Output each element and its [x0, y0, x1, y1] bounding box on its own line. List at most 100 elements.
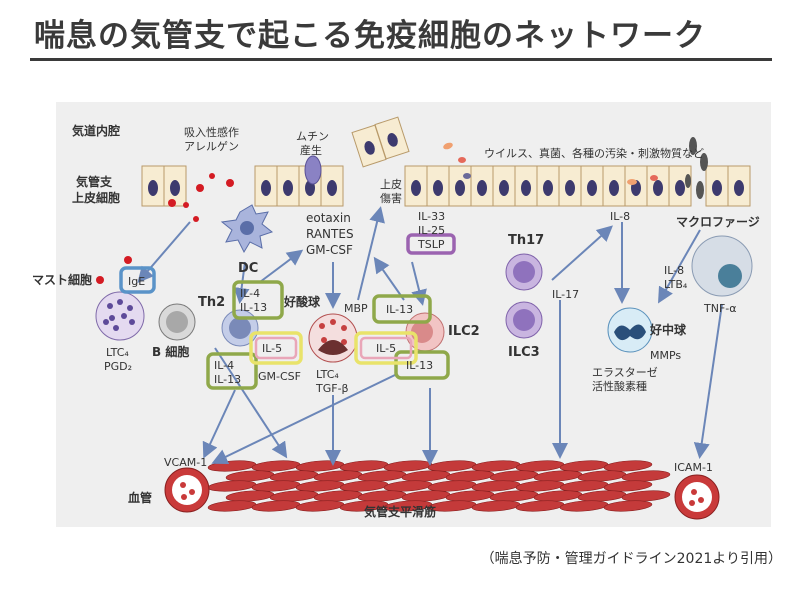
smooth-muscle-fiber: [621, 470, 671, 482]
label-vcam1: VCAM-1: [164, 456, 207, 469]
epithelial-nucleus: [499, 180, 509, 196]
label-th2: Th2: [198, 295, 225, 310]
label-il13-c: IL-13: [214, 373, 241, 386]
label-smooth-muscle: 気管支平滑筋: [364, 504, 436, 519]
blood-vessel-right: [674, 474, 720, 520]
epithelium-layer: [141, 165, 751, 207]
pathogen-particles: [443, 137, 708, 199]
epithelial-nucleus: [477, 180, 487, 196]
label-ltb4: LTB₄: [664, 278, 688, 291]
label-il25: IL-25: [418, 224, 445, 237]
signal-arrows: [137, 206, 723, 466]
smooth-muscle-fiber: [207, 480, 257, 492]
epithelial-nucleus: [587, 180, 597, 196]
label-viruses: ウイルス、真菌、各種の汚染・刺激物質など: [484, 146, 704, 160]
label-injury-2: 傷害: [380, 191, 402, 205]
label-rantes: RANTES: [306, 227, 354, 241]
label-b-cell: B 細胞: [152, 344, 189, 359]
smooth-muscle-fiber: [471, 500, 521, 512]
label-il8-mid: IL-8: [664, 264, 684, 277]
label-eosinophil: 好酸球: [283, 294, 321, 309]
label-gmcsf-mid: GM-CSF: [258, 370, 301, 383]
label-ige: IgE: [128, 275, 145, 288]
epithelial-nucleus: [609, 180, 619, 196]
label-il33: IL-33: [418, 210, 445, 223]
epithelial-nucleus: [565, 180, 575, 196]
b-cell: [158, 303, 196, 341]
smooth-muscle-fiber: [515, 500, 565, 512]
label-elastase: エラスターゼ: [592, 366, 658, 379]
label-epithelium-2: 上皮細胞: [72, 190, 120, 205]
epithelial-nucleus: [261, 180, 271, 196]
label-tslp: TSLP: [417, 238, 445, 251]
label-mast-cell: マスト細胞: [32, 272, 92, 287]
label-inhaled-2: アレルゲン: [184, 140, 239, 153]
label-ltc4-eos: LTC₄: [316, 368, 339, 381]
epithelial-nucleus: [734, 180, 744, 196]
mast-cell: [95, 291, 145, 341]
epithelial-nucleus: [712, 180, 722, 196]
label-il4-a: IL-4: [240, 287, 260, 300]
label-il13-d: IL-13: [406, 359, 433, 372]
il5-frame-yellow-left: [249, 331, 303, 365]
label-pgd2: PGD₂: [104, 360, 132, 373]
label-icam1: ICAM-1: [674, 461, 713, 474]
epithelial-nucleus: [675, 180, 685, 196]
epithelial-nucleus: [653, 180, 663, 196]
detached-epithelial-cells: [351, 116, 410, 168]
neutrophil-cell: [607, 307, 653, 353]
epithelial-nucleus: [455, 180, 465, 196]
label-il13-a: IL-13: [240, 301, 267, 314]
smooth-muscle-fiber: [207, 500, 257, 512]
dendritic-cell: [220, 204, 274, 254]
label-ros: 活性酸素種: [592, 379, 647, 393]
label-ilc3: ILC3: [508, 345, 540, 360]
epithelial-nucleus: [433, 180, 443, 196]
smooth-muscle-fiber: [603, 480, 653, 492]
label-inhaled-1: 吸入性感作: [184, 125, 239, 139]
label-injury-1: 上皮: [380, 178, 402, 191]
label-epithelium-1: 気管支: [76, 174, 113, 189]
label-mbp: MBP: [344, 302, 368, 315]
label-ilc2: ILC2: [448, 324, 480, 339]
il4-il13-frame-top: [232, 280, 284, 320]
il5-frame-pink-right: [359, 336, 413, 360]
label-il5-a: IL-5: [262, 342, 282, 355]
epithelial-nucleus: [283, 180, 293, 196]
epithelial-nucleus: [327, 180, 337, 196]
epithelial-nucleus: [411, 180, 421, 196]
label-mucin-1: ムチン: [296, 130, 329, 143]
citation: （喘息予防・管理ガイドライン2021より引用）: [480, 551, 782, 567]
label-il13-b: IL-13: [386, 303, 413, 316]
label-th17: Th17: [508, 233, 544, 248]
label-ltc4-mast: LTC₄: [106, 346, 129, 359]
label-macrophage: マクロファージ: [676, 215, 760, 229]
smooth-muscle-fiber: [603, 500, 653, 512]
blood-vessel-left: [164, 467, 210, 513]
tslp-highlight-frame: [406, 233, 456, 255]
macrophage-cell: [691, 235, 753, 297]
il13-frame-ilc2: [372, 294, 432, 324]
allergen-particles: [96, 173, 234, 284]
epithelial-nucleus: [521, 180, 531, 196]
il5-frame-yellow-right: [354, 331, 418, 365]
smooth-muscle-fiber: [295, 500, 345, 512]
label-neutrophil: 好中球: [649, 322, 687, 337]
smooth-muscle-fiber: [251, 500, 301, 512]
smooth-muscle-fiber: [559, 500, 609, 512]
label-mucin-2: 産生: [300, 143, 322, 157]
smooth-muscle-fiber: [603, 460, 653, 472]
title-underline: [30, 58, 772, 61]
label-dc: DC: [238, 261, 258, 276]
label-il8-top: IL-8: [610, 210, 630, 223]
label-eotaxin: eotaxin: [306, 211, 351, 225]
smooth-muscle-bundle: [207, 460, 671, 512]
eosinophil-cell: [308, 313, 358, 363]
label-vessel: 血管: [128, 490, 152, 505]
epithelial-nucleus: [543, 180, 553, 196]
il13-frame-bottom: [394, 350, 450, 380]
ige-highlight-frame: [119, 266, 156, 294]
page-title: 喘息の気管支で起こる免疫細胞のネットワーク: [34, 18, 706, 54]
label-tgfb: TGF-β: [315, 382, 349, 395]
